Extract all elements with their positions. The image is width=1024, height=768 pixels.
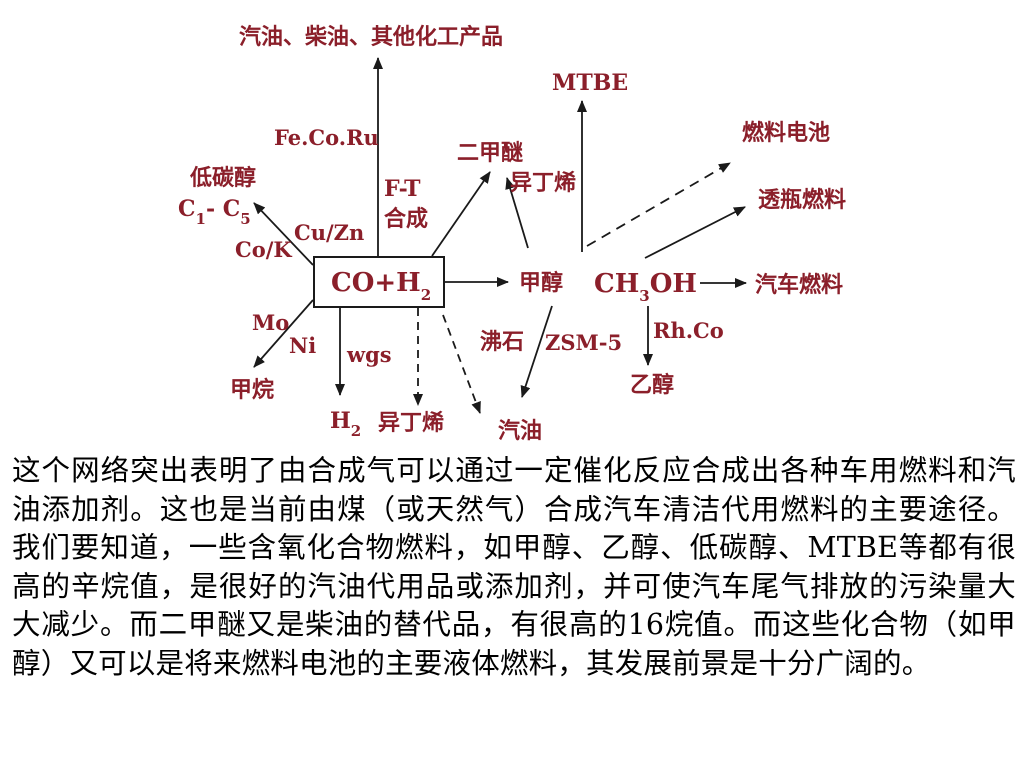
catalyst-cuzn: Cu/Zn bbox=[294, 220, 364, 245]
catalyst-ni: Ni bbox=[289, 333, 316, 358]
explanation-paragraph: 这个网络突出表明了由合成气可以通过一定催化反应合成出各种车用燃料和汽油添加剂。这… bbox=[12, 454, 1016, 680]
arrow-methanol-to-gasoline bbox=[520, 305, 553, 398]
catalyst-rhco: Rh.Co bbox=[653, 318, 724, 343]
auto-fuel-label: 汽车燃料 bbox=[755, 272, 843, 298]
dme-label-line1: 二甲醚 bbox=[457, 140, 523, 166]
arrow-to-methane bbox=[253, 299, 314, 368]
bottle-fuel-label: 透瓶燃料 bbox=[758, 187, 846, 213]
ethanol-label: 乙醇 bbox=[630, 372, 674, 398]
ch3oh-label: CH3OH bbox=[594, 269, 697, 305]
wgs-label: wgs bbox=[346, 342, 392, 367]
arrow-to-gasoline-dashed bbox=[442, 314, 481, 414]
syngas-label: CO+H2 bbox=[331, 268, 431, 304]
catalyst-mo: Mo bbox=[252, 310, 289, 335]
arrow-to-dme bbox=[431, 171, 491, 257]
h2-label: H2 bbox=[330, 408, 361, 440]
arrow-to-low-alcohol bbox=[253, 202, 314, 266]
arrow-methanol-to-dme bbox=[505, 177, 529, 249]
methane-label: 甲烷 bbox=[230, 377, 274, 403]
gasoline-label: 汽油 bbox=[498, 418, 542, 444]
c1-c5-label: C1- C5 bbox=[178, 196, 251, 228]
low-alcohol-label: 低碳醇 bbox=[189, 165, 256, 191]
catalyst-cok: Co/K bbox=[235, 237, 292, 262]
fuel-cell-label: 燃料电池 bbox=[742, 120, 830, 146]
synthesis-gas-network-diagram: CO+H2 汽油、柴油、其他化工产品 Fe.Co.Ru F-T 合成 低碳醇 C… bbox=[178, 24, 846, 444]
arrow-to-bottle-fuel bbox=[644, 206, 746, 259]
mtbe-label: MTBE bbox=[552, 70, 628, 96]
dme-label-line2: 异丁烯 bbox=[510, 170, 576, 196]
top-products-label: 汽油、柴油、其他化工产品 bbox=[239, 24, 503, 50]
ft-label-line2: 合成 bbox=[384, 206, 428, 232]
zsm5-label: ZSM-5 bbox=[545, 330, 622, 355]
zeolite-label: 沸石 bbox=[480, 329, 524, 355]
catalyst-fecoru: Fe.Co.Ru bbox=[274, 125, 379, 150]
isobutene-label: 异丁烯 bbox=[378, 410, 444, 436]
arrow-to-fuel-cell bbox=[586, 162, 731, 247]
methanol-label: 甲醇 bbox=[519, 270, 563, 296]
ft-label-line1: F-T bbox=[384, 176, 421, 202]
syngas-box bbox=[313, 256, 445, 308]
